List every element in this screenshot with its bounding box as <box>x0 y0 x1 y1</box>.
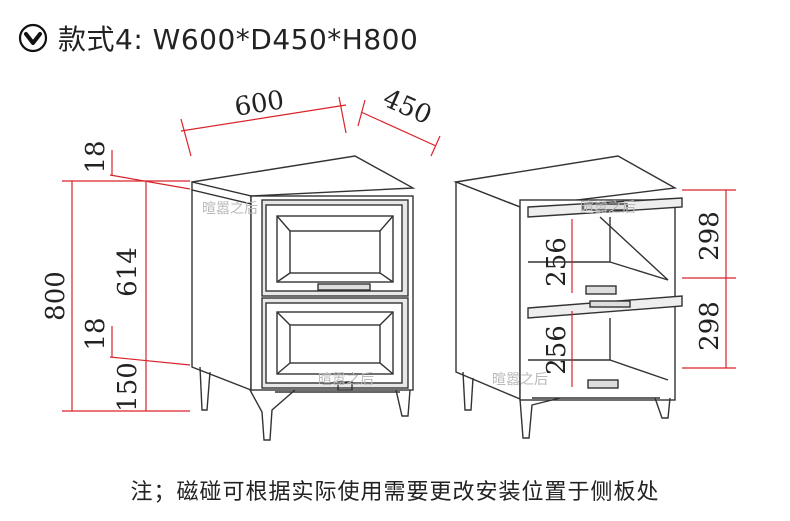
shelf-upper-dimension: 256 <box>542 237 572 287</box>
width-dimension: 600 <box>233 85 287 122</box>
right-upper-dimension: 298 <box>695 211 725 261</box>
page-title: 款式4: W600*D450*H800 <box>58 23 419 56</box>
left-cabinet <box>191 155 416 441</box>
watermark: 暄嚣之后 <box>580 200 636 216</box>
base-dimension: 150 <box>113 362 143 412</box>
dimension-lines <box>62 96 736 412</box>
right-lower-dimension: 298 <box>695 301 725 351</box>
watermark: 暄嚣之后 <box>318 372 374 388</box>
top-panel-dimension: 18 <box>81 140 111 173</box>
shelf-lower-dimension: 256 <box>542 325 572 375</box>
gap-panel-dimension: 18 <box>81 317 111 350</box>
installation-note: 注；磁碰可根据实际使用需要更改安装位置于侧板处 <box>130 480 660 505</box>
watermark: 暄嚣之后 <box>492 372 548 388</box>
right-cabinet <box>453 155 683 439</box>
height-total-dimension: 800 <box>41 271 71 321</box>
drawer-front-dimension: 614 <box>113 247 143 297</box>
watermark: 暄嚣之后 <box>202 201 258 217</box>
chevron-down-circle-icon <box>18 23 48 53</box>
header: 款式4: W600*D450*H800 <box>18 18 418 58</box>
